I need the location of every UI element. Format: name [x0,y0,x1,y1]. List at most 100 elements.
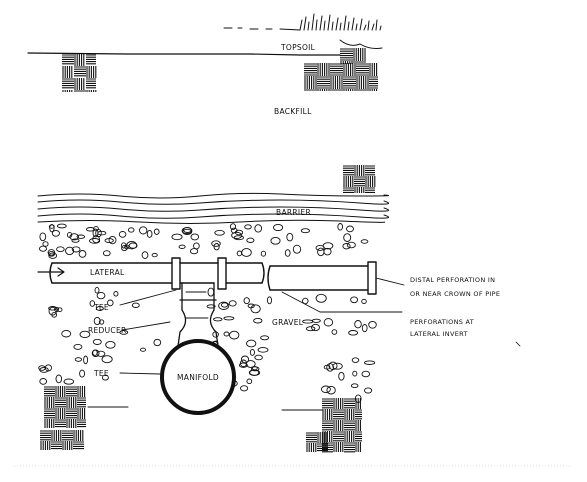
gravel-pebble [229,330,240,340]
perforations-label-line2: LATERAL INVERT [410,330,468,338]
gravel-pebble [346,241,356,249]
gravel-pebble [89,300,96,307]
gravel-pebble [348,330,359,336]
gravel-pebble [79,369,86,378]
lower-profile: BARRIER LATERAL [37,192,521,415]
gravel-pebble [107,299,114,307]
gravel-pebble [300,228,310,234]
gravel-pebble [124,244,130,250]
gravel-pebble [101,374,109,381]
gravel-pebble [44,364,52,372]
gravel-pebble [246,237,255,243]
gravel-pebble [342,243,351,250]
gravel-pebble [337,223,344,231]
gravel-pebble [121,245,128,252]
gravel-pebble [229,223,237,230]
gravel-pebble [249,348,255,356]
gravel-pebble [326,385,336,395]
manifold-label: MANIFOLD [177,373,219,382]
manifold-pipe: MANIFOLD [160,339,236,415]
gravel-pebble [253,317,263,324]
hatch-block [40,430,84,450]
gravel-pebble [182,227,192,233]
gravel-pebble [189,248,199,255]
gravel-pebble [140,347,146,352]
gravel-pebble [238,362,248,368]
gravel-pebble [211,240,221,247]
gravel-pebble [351,357,360,363]
gravel-pebble [244,224,252,230]
gravel-pebble [220,302,229,308]
gravel-pebble [96,291,106,300]
gravel-pebble [326,363,334,372]
gravel-pebble [48,306,58,311]
gravel-pebble [42,241,49,247]
gravel-pebble [360,239,369,244]
gravel-pebble [286,232,294,242]
gravel-pebble [260,335,270,341]
hatch-block [44,386,86,428]
gravel-pebble [241,248,252,257]
gravel-pebble [71,238,80,243]
gravel-pebble [322,242,334,250]
topsoil-label: TOPSOIL [280,43,316,52]
hatch-block [62,54,97,92]
gravel-pebble [85,227,95,232]
gravel-pebble [71,246,81,253]
gravel-pebble [105,340,116,349]
gravel-pebble [250,304,261,314]
gravel-pebble [83,355,89,365]
gravel-pebble [39,232,47,242]
gravel-pebble [131,302,140,308]
gravel-pebble [69,233,79,241]
gravel-pebble [260,250,267,257]
gravel-pebble [76,234,86,239]
gravel-pebble [39,378,48,385]
tee-reducer-assembly [177,282,219,347]
gravel-pebble [254,354,263,361]
gravel-pebble [190,233,200,241]
gravel-pebble [193,242,200,250]
lateral-label: LATERAL [90,268,125,277]
gravel-pebble [343,233,352,242]
gravel-pebble [320,385,331,394]
gravel-pebble [346,225,354,233]
gravel-pebble [95,306,104,311]
gravel-pebble [79,330,91,339]
gravel-pebble [65,246,75,256]
gravel-pebble [127,227,135,233]
gravel-pebble [240,385,249,392]
gravel-pebble [146,229,153,238]
gravel-pebble [92,228,99,238]
gravel-pebble [243,297,250,305]
gravel-pebble [254,224,263,233]
gravel-pebble [218,301,230,310]
distal-perforation-label-line1: DISTAL PERFORATION IN [410,276,495,284]
gravel-pebble [101,355,113,364]
gravel-pebble [246,339,257,348]
gravel-pebble [249,369,261,376]
hatch-block [340,48,366,64]
gravel-pebble [247,303,255,309]
barrier-label: BARRIER [276,208,311,217]
grass-tuft [223,13,382,31]
gravel-pebble [273,223,284,232]
gravel-pebble [49,223,55,233]
gravel-pebble [284,249,291,257]
gravel-pebble [139,226,148,235]
gravel-pebble [108,235,117,245]
gravel-pebble [153,338,162,347]
tee-upper-label: TEE [93,303,109,312]
backfill-label: BACKFILL [274,107,312,116]
gravel-pebble [207,287,215,297]
gravel-pebble [213,317,223,322]
gravel-pebble [171,233,183,241]
gravel-pebble [63,378,75,385]
gravel-pebble [56,307,63,313]
gravel-pebble [214,229,225,236]
gravel-pebble [246,378,253,385]
gravel-pebble [94,286,100,294]
gravel-pebble [332,362,343,370]
gravel-pebble [233,235,244,241]
